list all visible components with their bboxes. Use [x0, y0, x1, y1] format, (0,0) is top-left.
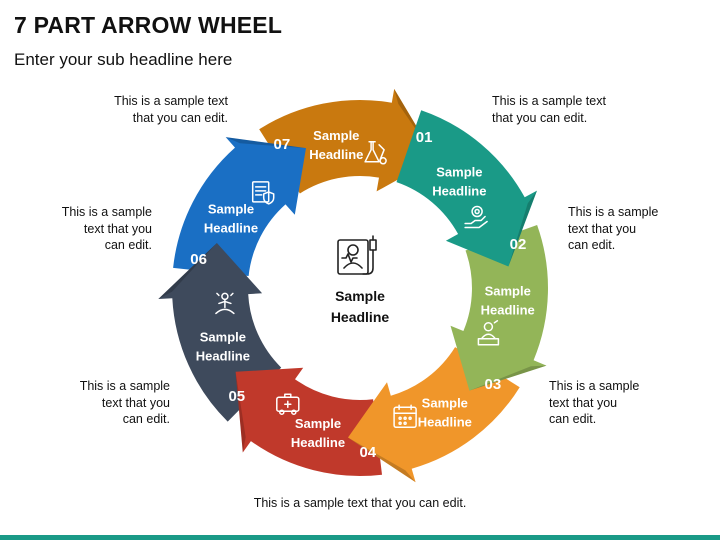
clipboard-shield-icon [251, 181, 275, 205]
segment-number-06: 06 [190, 251, 207, 268]
segment-06-title-line1: Sample [208, 202, 254, 217]
arrow-shadow-04 [235, 371, 246, 453]
description-01: This is a sample text that you can edit. [492, 94, 606, 125]
description-07: This is a sample text that you can edit. [114, 94, 228, 125]
segment-04-title-line2: Headline [291, 435, 345, 450]
page-title: 7 PART ARROW WHEEL [14, 12, 283, 38]
segment-number-07: 07 [274, 136, 291, 153]
segment-number-05: 05 [228, 388, 245, 405]
arrow-shadow-03 [348, 437, 416, 483]
center-title-line1: Sample [335, 288, 385, 304]
segment-04-title-line1: Sample [295, 416, 341, 431]
segment-03-title-line2: Headline [418, 414, 472, 429]
calendar-icon [393, 404, 417, 429]
arrow-segment-04 [235, 367, 382, 476]
footer-bar [0, 535, 720, 540]
center-title-line2: Headline [331, 309, 390, 325]
segment-number-02: 02 [510, 236, 527, 253]
patient-monitor-icon [337, 235, 377, 275]
wheel-labels: SampleHeadline07SampleHeadline06SampleHe… [190, 128, 535, 461]
page-subtitle: Enter your sub headline here [14, 50, 233, 69]
segment-05-title-line1: Sample [200, 330, 246, 345]
description-06: This is a sample text that you can edit. [61, 205, 152, 252]
description-02: This is a sample text that you can edit. [568, 205, 659, 252]
segment-02-title-line2: Headline [481, 302, 535, 317]
segment-number-03: 03 [485, 376, 502, 393]
segment-number-01: 01 [416, 129, 433, 146]
segment-05-title-line2: Headline [196, 349, 250, 364]
ambulance-icon [276, 393, 300, 415]
doctor-desk-icon [477, 320, 500, 346]
arrow-shadow-02 [469, 365, 547, 391]
arrow-segment-02 [450, 225, 548, 391]
segment-03-title-line1: Sample [422, 395, 468, 410]
meditation-icon [215, 292, 235, 315]
segment-01-title-line2: Headline [432, 183, 486, 198]
description-05: This is a sample text that you can edit. [79, 379, 170, 426]
segment-07-title-line2: Headline [309, 147, 363, 162]
arrow-segment-01 [396, 110, 537, 267]
lab-flask-icon [364, 141, 387, 165]
segment-01-title-line1: Sample [436, 164, 482, 179]
arrow-shadow-01 [508, 190, 537, 267]
segment-07-title-line1: Sample [313, 128, 359, 143]
segment-02-title-line1: Sample [485, 283, 531, 298]
segment-06-title-line2: Headline [204, 221, 258, 236]
arrow-segment-07 [259, 88, 436, 194]
wheel-segments [158, 88, 548, 483]
segment-number-04: 04 [359, 444, 376, 461]
description-03: This is a sample text that you can edit. [549, 379, 640, 426]
arrow-shadow-06 [225, 137, 306, 149]
arrow-segment-06 [173, 137, 306, 276]
description-04: This is a sample text that you can edit. [253, 496, 467, 510]
arrow-shadow-05 [158, 243, 217, 299]
gear-hand-icon [464, 205, 488, 229]
